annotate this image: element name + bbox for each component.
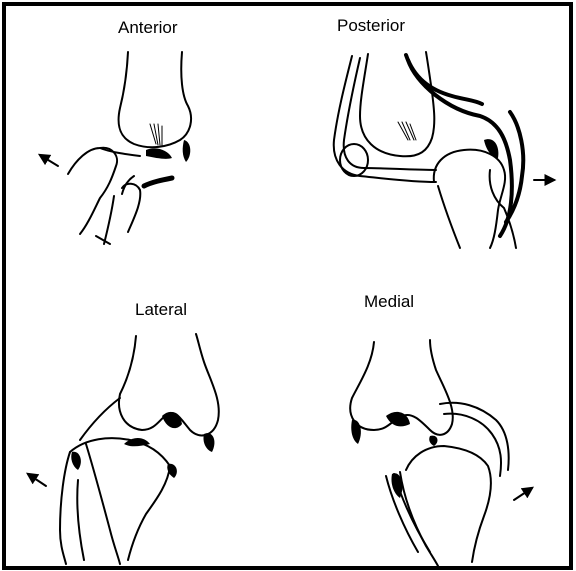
medial-arrow — [514, 488, 532, 500]
posterior-right-band — [506, 112, 523, 222]
lateral-tibia-edge — [86, 444, 120, 564]
medial-tibia — [406, 446, 491, 562]
lateral-tibia — [70, 438, 170, 560]
posterior-fibres — [398, 122, 416, 140]
lateral-left-dark — [71, 452, 81, 470]
anterior-ligament-fibres — [150, 124, 162, 146]
lateral-fibula — [60, 452, 84, 564]
anterior-panel-drawing — [40, 52, 191, 244]
medial-tendon — [440, 403, 509, 476]
lateral-right-dark — [203, 433, 214, 452]
medial-small-dark — [429, 436, 437, 446]
medial-left-dark — [351, 420, 361, 444]
posterior-panel-drawing — [334, 52, 554, 248]
medial-panel-drawing — [350, 340, 532, 566]
posterior-tibia — [434, 150, 505, 248]
lateral-joint-line — [80, 398, 120, 440]
anterior-lower-band — [144, 178, 172, 186]
anterior-tibia-plateau — [100, 148, 140, 156]
anterior-arrow — [40, 155, 58, 166]
anterior-ligament-dark — [146, 148, 172, 158]
medial-tibia-left — [400, 472, 438, 566]
anterior-ligament-right — [183, 140, 191, 162]
posterior-femur — [360, 52, 434, 156]
lateral-ligament-dark — [162, 412, 182, 428]
anterior-femur — [119, 52, 192, 147]
posterior-tibia-shaft — [438, 186, 460, 248]
posterior-patella — [340, 144, 368, 176]
lateral-arrow — [28, 474, 46, 486]
lateral-panel-drawing — [28, 334, 219, 564]
